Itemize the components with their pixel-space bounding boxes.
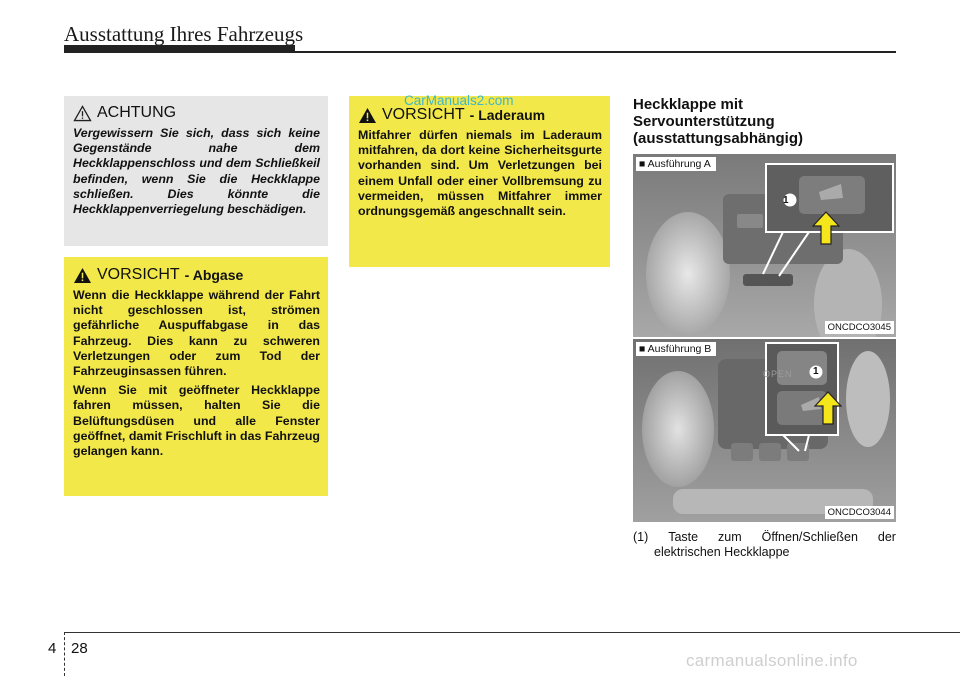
caption-word-2: zum bbox=[718, 530, 742, 544]
marker-1: 1 bbox=[783, 195, 789, 206]
figure-b-tag: ■ Ausführung B bbox=[636, 342, 717, 356]
caption-word-3: Öffnen/Schließen bbox=[761, 530, 858, 544]
achtung-heading: ACHTUNG bbox=[73, 104, 320, 122]
marker-1: 1 bbox=[813, 366, 819, 377]
caption-line-2: elektrischen Heckklappe bbox=[654, 545, 790, 559]
console-illustration-a bbox=[633, 154, 896, 337]
abgase-title: VORSICHT bbox=[97, 266, 180, 283]
figure-variant-a: 1 ■ Ausführung A ONCDCO3045 bbox=[633, 154, 896, 337]
caption-word-1: Taste bbox=[668, 530, 699, 544]
arrow-up-icon bbox=[812, 211, 840, 245]
arrow-up-icon bbox=[814, 391, 842, 425]
laderaum-text: Mitfahrer dürfen niemals im Laderaum mit… bbox=[358, 128, 602, 219]
footer-divider bbox=[64, 632, 65, 676]
footer-rule bbox=[64, 632, 960, 633]
figure-a-tag: ■ Ausführung A bbox=[636, 157, 716, 171]
laderaum-heading: VORSICHT - Laderaum bbox=[358, 106, 602, 124]
vorsicht-abgase-box: VORSICHT - Abgase Wenn die Heckklappe wä… bbox=[64, 257, 328, 496]
section-title-line-2: Servounterstützung bbox=[633, 113, 775, 130]
chapter-number: 4 bbox=[48, 640, 57, 657]
header-rule bbox=[64, 51, 896, 53]
achtung-title: ACHTUNG bbox=[97, 104, 177, 121]
warning-filled-icon bbox=[74, 267, 91, 283]
section-title: Heckklappe mit Servounterstützung (ausst… bbox=[633, 96, 893, 147]
warning-filled-icon bbox=[359, 107, 376, 123]
console-illustration-b bbox=[633, 339, 896, 522]
achtung-box: ACHTUNG Vergewissern Sie sich, dass sich… bbox=[64, 96, 328, 246]
footer-watermark[interactable]: carmanualsonline.info bbox=[686, 651, 858, 670]
laderaum-title: VORSICHT bbox=[382, 106, 465, 123]
achtung-text: Vergewissern Sie sich, dass sich keine G… bbox=[73, 126, 320, 217]
figure-b-code: ONCDCO3044 bbox=[824, 506, 894, 519]
section-title-line-1: Heckklappe mit bbox=[633, 96, 744, 113]
header-title: Ausstattung Ihres Fahrzeugs bbox=[64, 22, 304, 46]
header-bar bbox=[64, 45, 295, 52]
watermark-link[interactable]: CarManuals2.com bbox=[404, 93, 514, 108]
section-title-line-3: (ausstattungsabhängig) bbox=[633, 130, 804, 147]
abgase-heading: VORSICHT - Abgase bbox=[73, 266, 320, 284]
abgase-subtitle: - Abgase bbox=[184, 267, 244, 283]
page-number: 28 bbox=[71, 640, 88, 657]
warning-triangle-icon bbox=[73, 104, 92, 121]
figure-variant-b: OPEN 1 ■ Ausführung B ONCDCO3044 bbox=[633, 339, 896, 522]
caption-line-1: (1) Taste zum Öffnen/Schließen der bbox=[633, 530, 896, 545]
caption-number: (1) bbox=[633, 530, 649, 544]
open-label: OPEN bbox=[763, 369, 793, 379]
abgase-text: Wenn die Heckklappe während der Fahrt ni… bbox=[73, 288, 320, 459]
caption-word-4: der bbox=[877, 530, 896, 544]
abgase-para-1: Wenn die Heckklappe während der Fahrt ni… bbox=[73, 288, 320, 379]
laderaum-subtitle: - Laderaum bbox=[469, 107, 546, 123]
figure-a-code: ONCDCO3045 bbox=[824, 321, 894, 334]
vorsicht-laderaum-box: VORSICHT - Laderaum Mitfahrer dürfen nie… bbox=[349, 96, 610, 267]
abgase-para-2: Wenn Sie mit geöffneter Heckklappe fahre… bbox=[73, 383, 320, 459]
figure-caption: (1) Taste zum Öffnen/Schließen der elekt… bbox=[633, 530, 896, 560]
